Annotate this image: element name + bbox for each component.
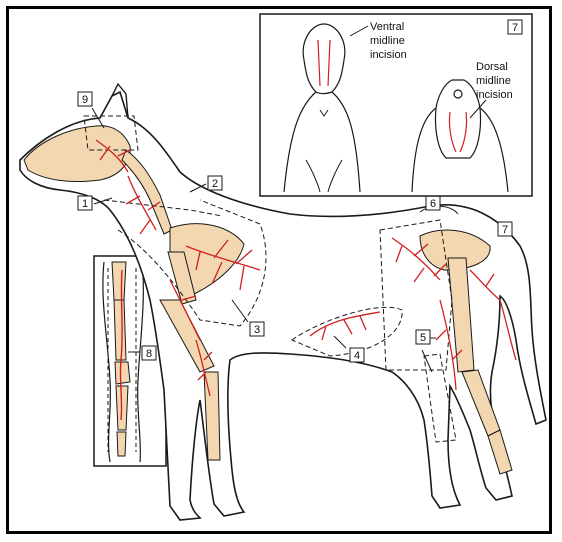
label-1: 1 [82, 198, 88, 210]
label-box-5: 5 [416, 330, 430, 344]
label-box-2: 2 [208, 176, 222, 190]
label-2: 2 [212, 178, 218, 190]
dorsal-label-line-2: midline [476, 75, 511, 87]
label-8: 8 [146, 348, 152, 360]
inset-number-box: 7 [508, 20, 522, 34]
incision-inset: Ventral midline incision Dorsal midline … [260, 14, 532, 196]
dorsal-label-line-1: Dorsal [476, 61, 508, 73]
label-5: 5 [420, 332, 426, 344]
label-4: 4 [354, 350, 360, 362]
label-7: 7 [502, 224, 508, 236]
label-box-6: 6 [426, 196, 440, 210]
label-box-3: 3 [250, 322, 264, 336]
label-box-1: 1 [78, 196, 92, 210]
ventral-label-line-2: midline [370, 35, 405, 47]
dorsal-label-line-3: incision [476, 89, 513, 101]
label-box-7: 7 [498, 222, 512, 236]
inset-number: 7 [512, 22, 518, 34]
ventral-label-line-3: incision [370, 49, 407, 61]
label-3: 3 [254, 324, 260, 336]
label-box-8: 8 [142, 346, 156, 360]
label-9: 9 [82, 94, 88, 106]
ventral-label-line-1: Ventral [370, 21, 404, 33]
label-6: 6 [430, 198, 436, 210]
label-box-4: 4 [350, 348, 364, 362]
label-box-9: 9 [78, 92, 92, 106]
skull-bone [24, 126, 130, 182]
